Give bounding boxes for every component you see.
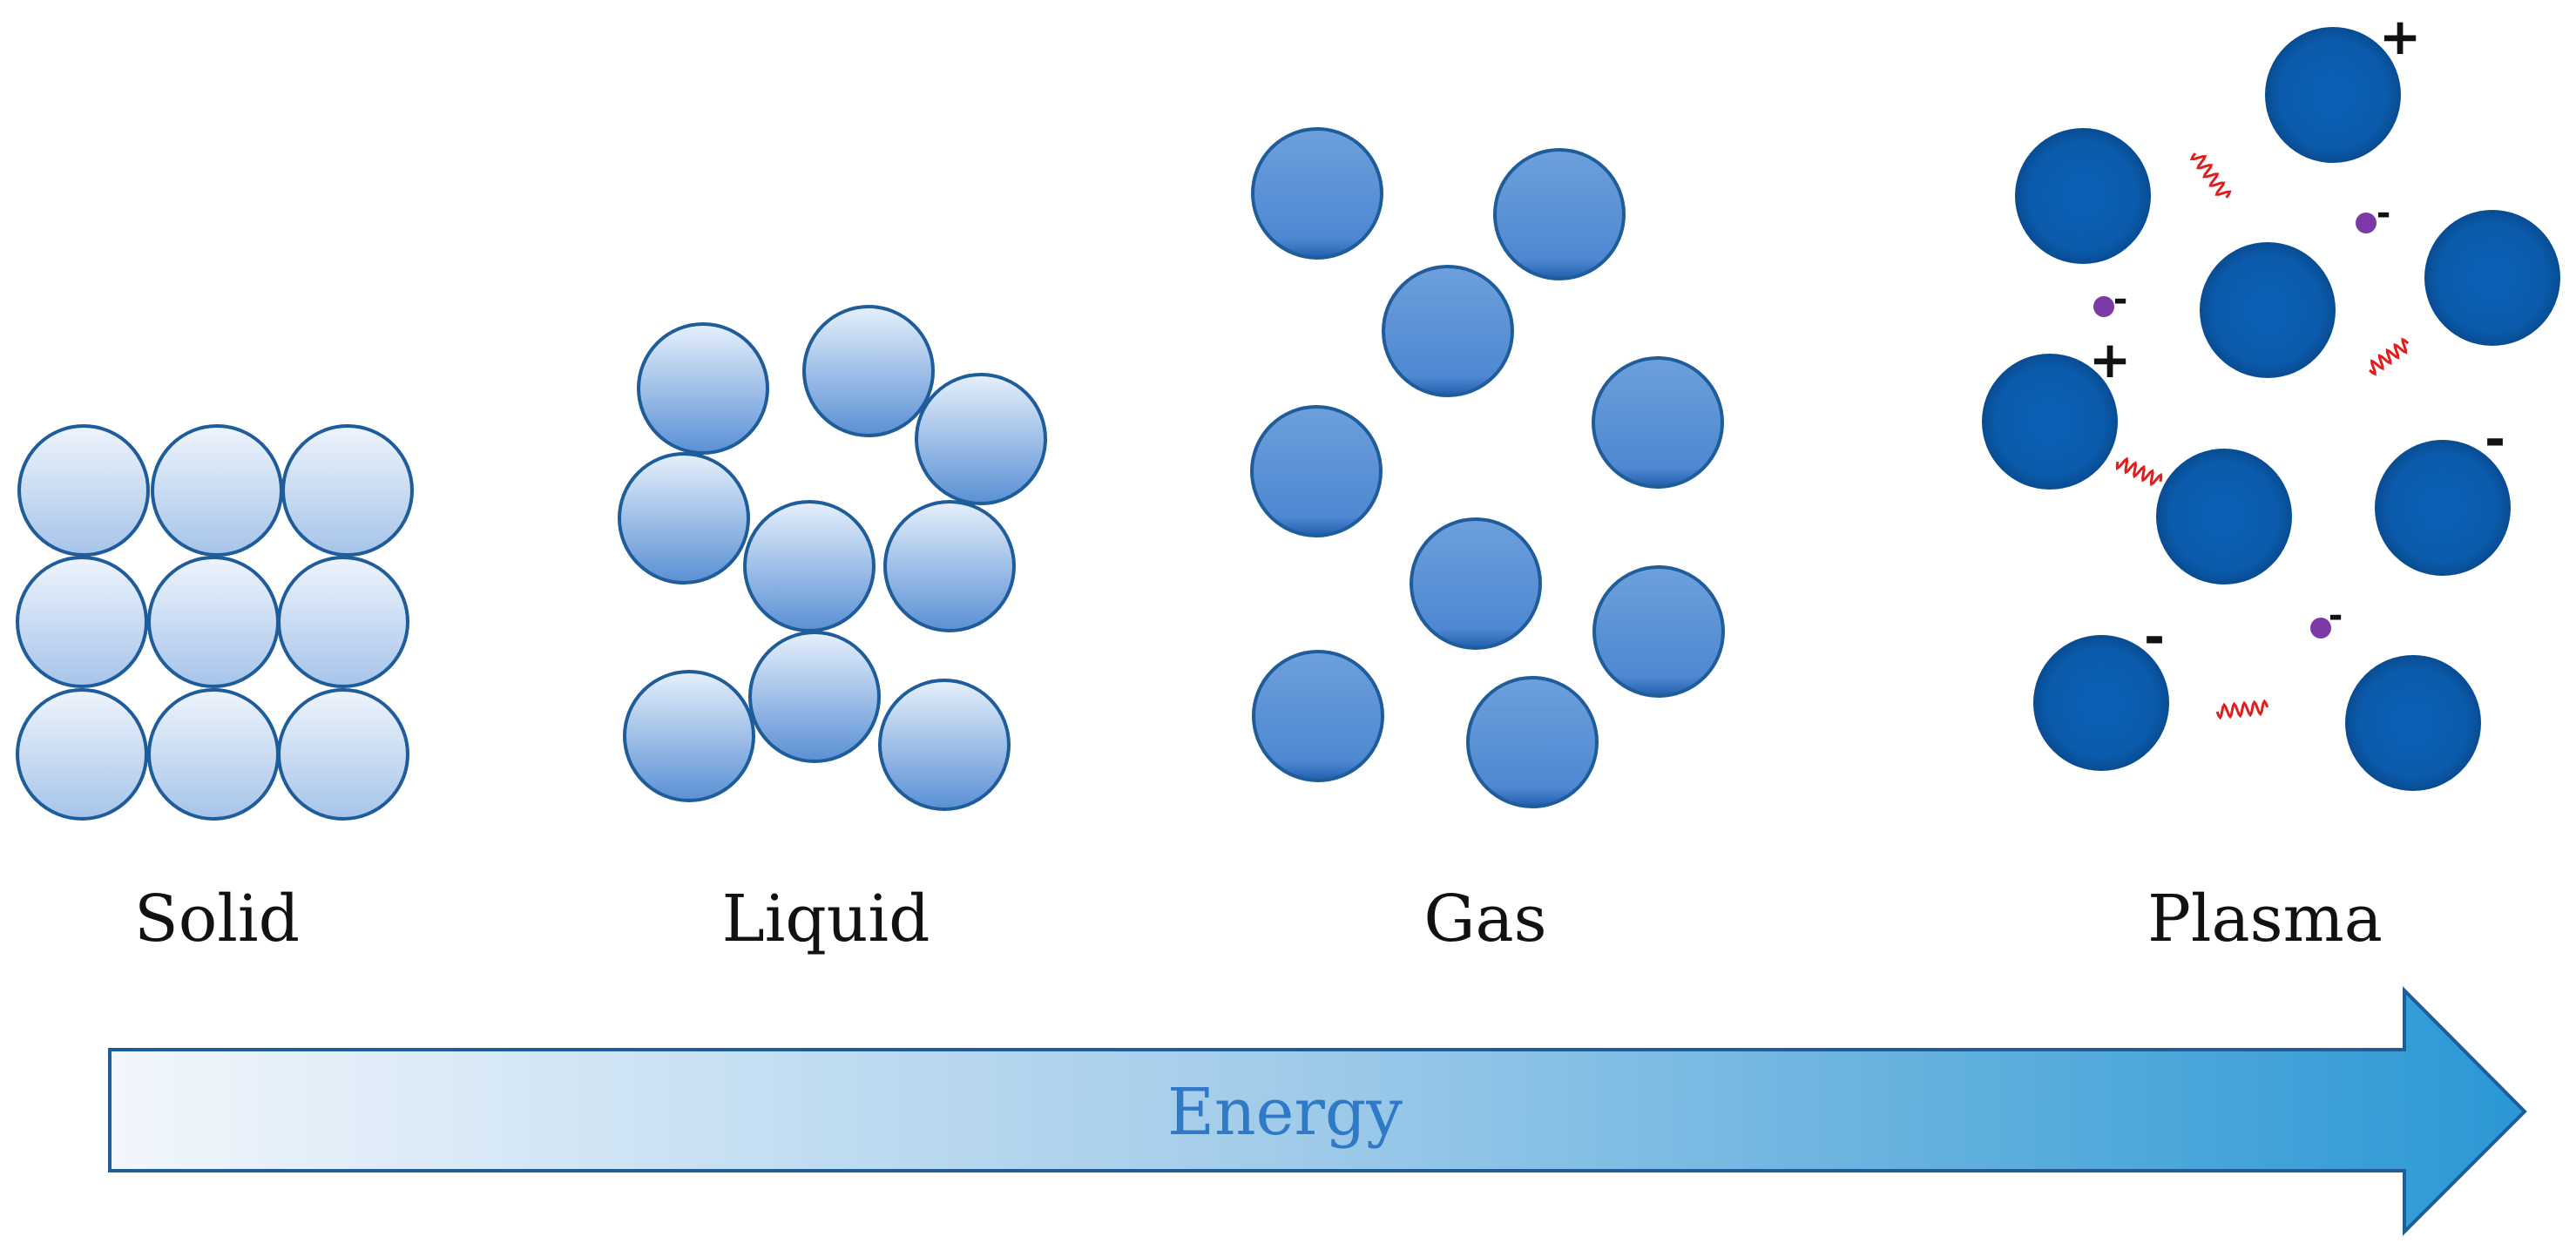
photon-squiggle — [2115, 456, 2163, 487]
electron-dot — [2093, 296, 2114, 317]
liquid-particle — [623, 670, 755, 802]
energy-label: Energy — [1167, 1075, 1403, 1150]
gas-particle — [1592, 356, 1724, 489]
plasma-charges: + + - - - - - — [2089, 7, 2505, 666]
photon-squiggle — [2215, 699, 2269, 720]
solid-particle — [151, 424, 283, 557]
photon-squiggle — [2189, 152, 2232, 199]
label-plasma: Plasma — [2147, 882, 2383, 956]
plasma-electrons — [2093, 213, 2377, 639]
label-gas: Gas — [1423, 882, 1546, 956]
gas-particle — [1250, 405, 1383, 537]
plasma-ion — [2375, 440, 2511, 576]
plasma-ion — [2424, 210, 2560, 346]
negative-charge-sign: - — [2329, 596, 2343, 636]
liquid-particle — [883, 500, 1016, 632]
solid-particle — [147, 556, 280, 688]
gas-particle — [1382, 265, 1514, 397]
plasma-particles — [1982, 27, 2560, 791]
negative-charge-sign: - — [2144, 607, 2165, 666]
gas-particle — [1493, 148, 1626, 280]
liquid-particle — [618, 452, 750, 584]
gas-particle — [1252, 650, 1384, 782]
photon-squiggle — [2369, 337, 2410, 376]
plasma-ion — [2200, 242, 2336, 378]
solid-particle — [277, 556, 409, 688]
negative-charge-sign: - — [2377, 193, 2391, 233]
positive-charge-sign: + — [2089, 330, 2132, 389]
solid-particle — [281, 424, 414, 557]
solid-particles — [16, 424, 414, 821]
liquid-particle — [802, 305, 935, 437]
gas-particle — [1251, 127, 1383, 260]
plasma-ion — [2156, 449, 2292, 584]
plasma-ion — [2345, 655, 2481, 791]
solid-particle — [17, 424, 150, 557]
plasma-photons — [2115, 152, 2410, 720]
plasma-ion — [2033, 635, 2169, 771]
liquid-particle — [637, 322, 769, 455]
negative-charge-sign: - — [2485, 409, 2505, 469]
gas-particle — [1466, 676, 1599, 808]
solid-particle — [16, 556, 148, 688]
plasma-ion — [1982, 354, 2118, 490]
liquid-particle — [915, 373, 1047, 505]
gas-particle — [1592, 565, 1725, 698]
solid-particle — [277, 688, 409, 821]
gas-particles — [1250, 127, 1725, 808]
solid-particle — [147, 688, 280, 821]
gas-particle — [1410, 517, 1542, 650]
plasma-ion — [2265, 27, 2401, 163]
electron-dot — [2356, 213, 2377, 233]
liquid-particles — [618, 305, 1047, 811]
solid-particle — [16, 688, 148, 821]
liquid-particle — [878, 679, 1011, 811]
negative-charge-sign: - — [2113, 280, 2128, 320]
electron-dot — [2310, 618, 2331, 639]
liquid-particle — [748, 631, 881, 763]
label-liquid: Liquid — [722, 882, 930, 956]
positive-charge-sign: + — [2379, 7, 2422, 66]
label-solid: Solid — [134, 882, 300, 956]
energy-arrow — [108, 986, 2527, 1236]
liquid-particle — [743, 500, 876, 632]
plasma-ion — [2015, 128, 2151, 264]
